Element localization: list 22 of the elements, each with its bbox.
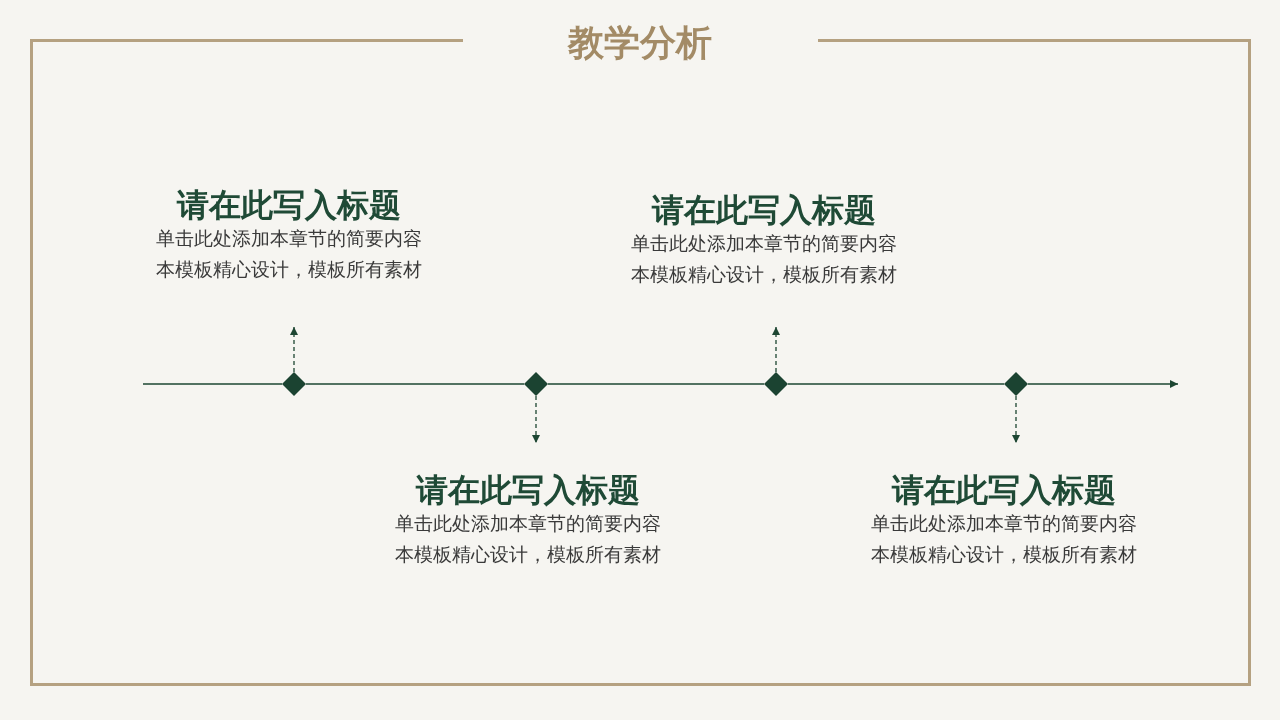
diamond-marker — [524, 372, 548, 396]
body-text: 单击此处添加本章节的简要内容本模板精心设计，模板所有素材 — [870, 511, 1138, 567]
heading: 请在此写入标题 — [892, 472, 1116, 508]
dashed-arrow — [1012, 395, 1020, 444]
body-text: 单击此处添加本章节的简要内容本模板精心设计，模板所有素材 — [155, 226, 423, 282]
dashed-arrow — [290, 326, 298, 373]
heading: 请在此写入标题 — [177, 187, 401, 223]
heading: 请在此写入标题 — [416, 472, 640, 508]
heading: 请在此写入标题 — [652, 192, 876, 228]
dashed-arrow — [772, 326, 780, 373]
diamond-marker — [764, 372, 788, 396]
slide-title: 教学分析 — [568, 20, 712, 64]
timeline-arrow — [1027, 380, 1179, 388]
timeline-line — [547, 383, 765, 385]
timeline-line — [787, 383, 1005, 385]
diamond-marker — [282, 372, 306, 396]
body-text: 单击此处添加本章节的简要内容本模板精心设计，模板所有素材 — [394, 511, 662, 567]
timeline-line — [305, 383, 525, 385]
diamond-marker — [1004, 372, 1028, 396]
body-text: 单击此处添加本章节的简要内容本模板精心设计，模板所有素材 — [630, 231, 898, 287]
dashed-arrow — [532, 395, 540, 444]
timeline-line — [142, 383, 283, 385]
